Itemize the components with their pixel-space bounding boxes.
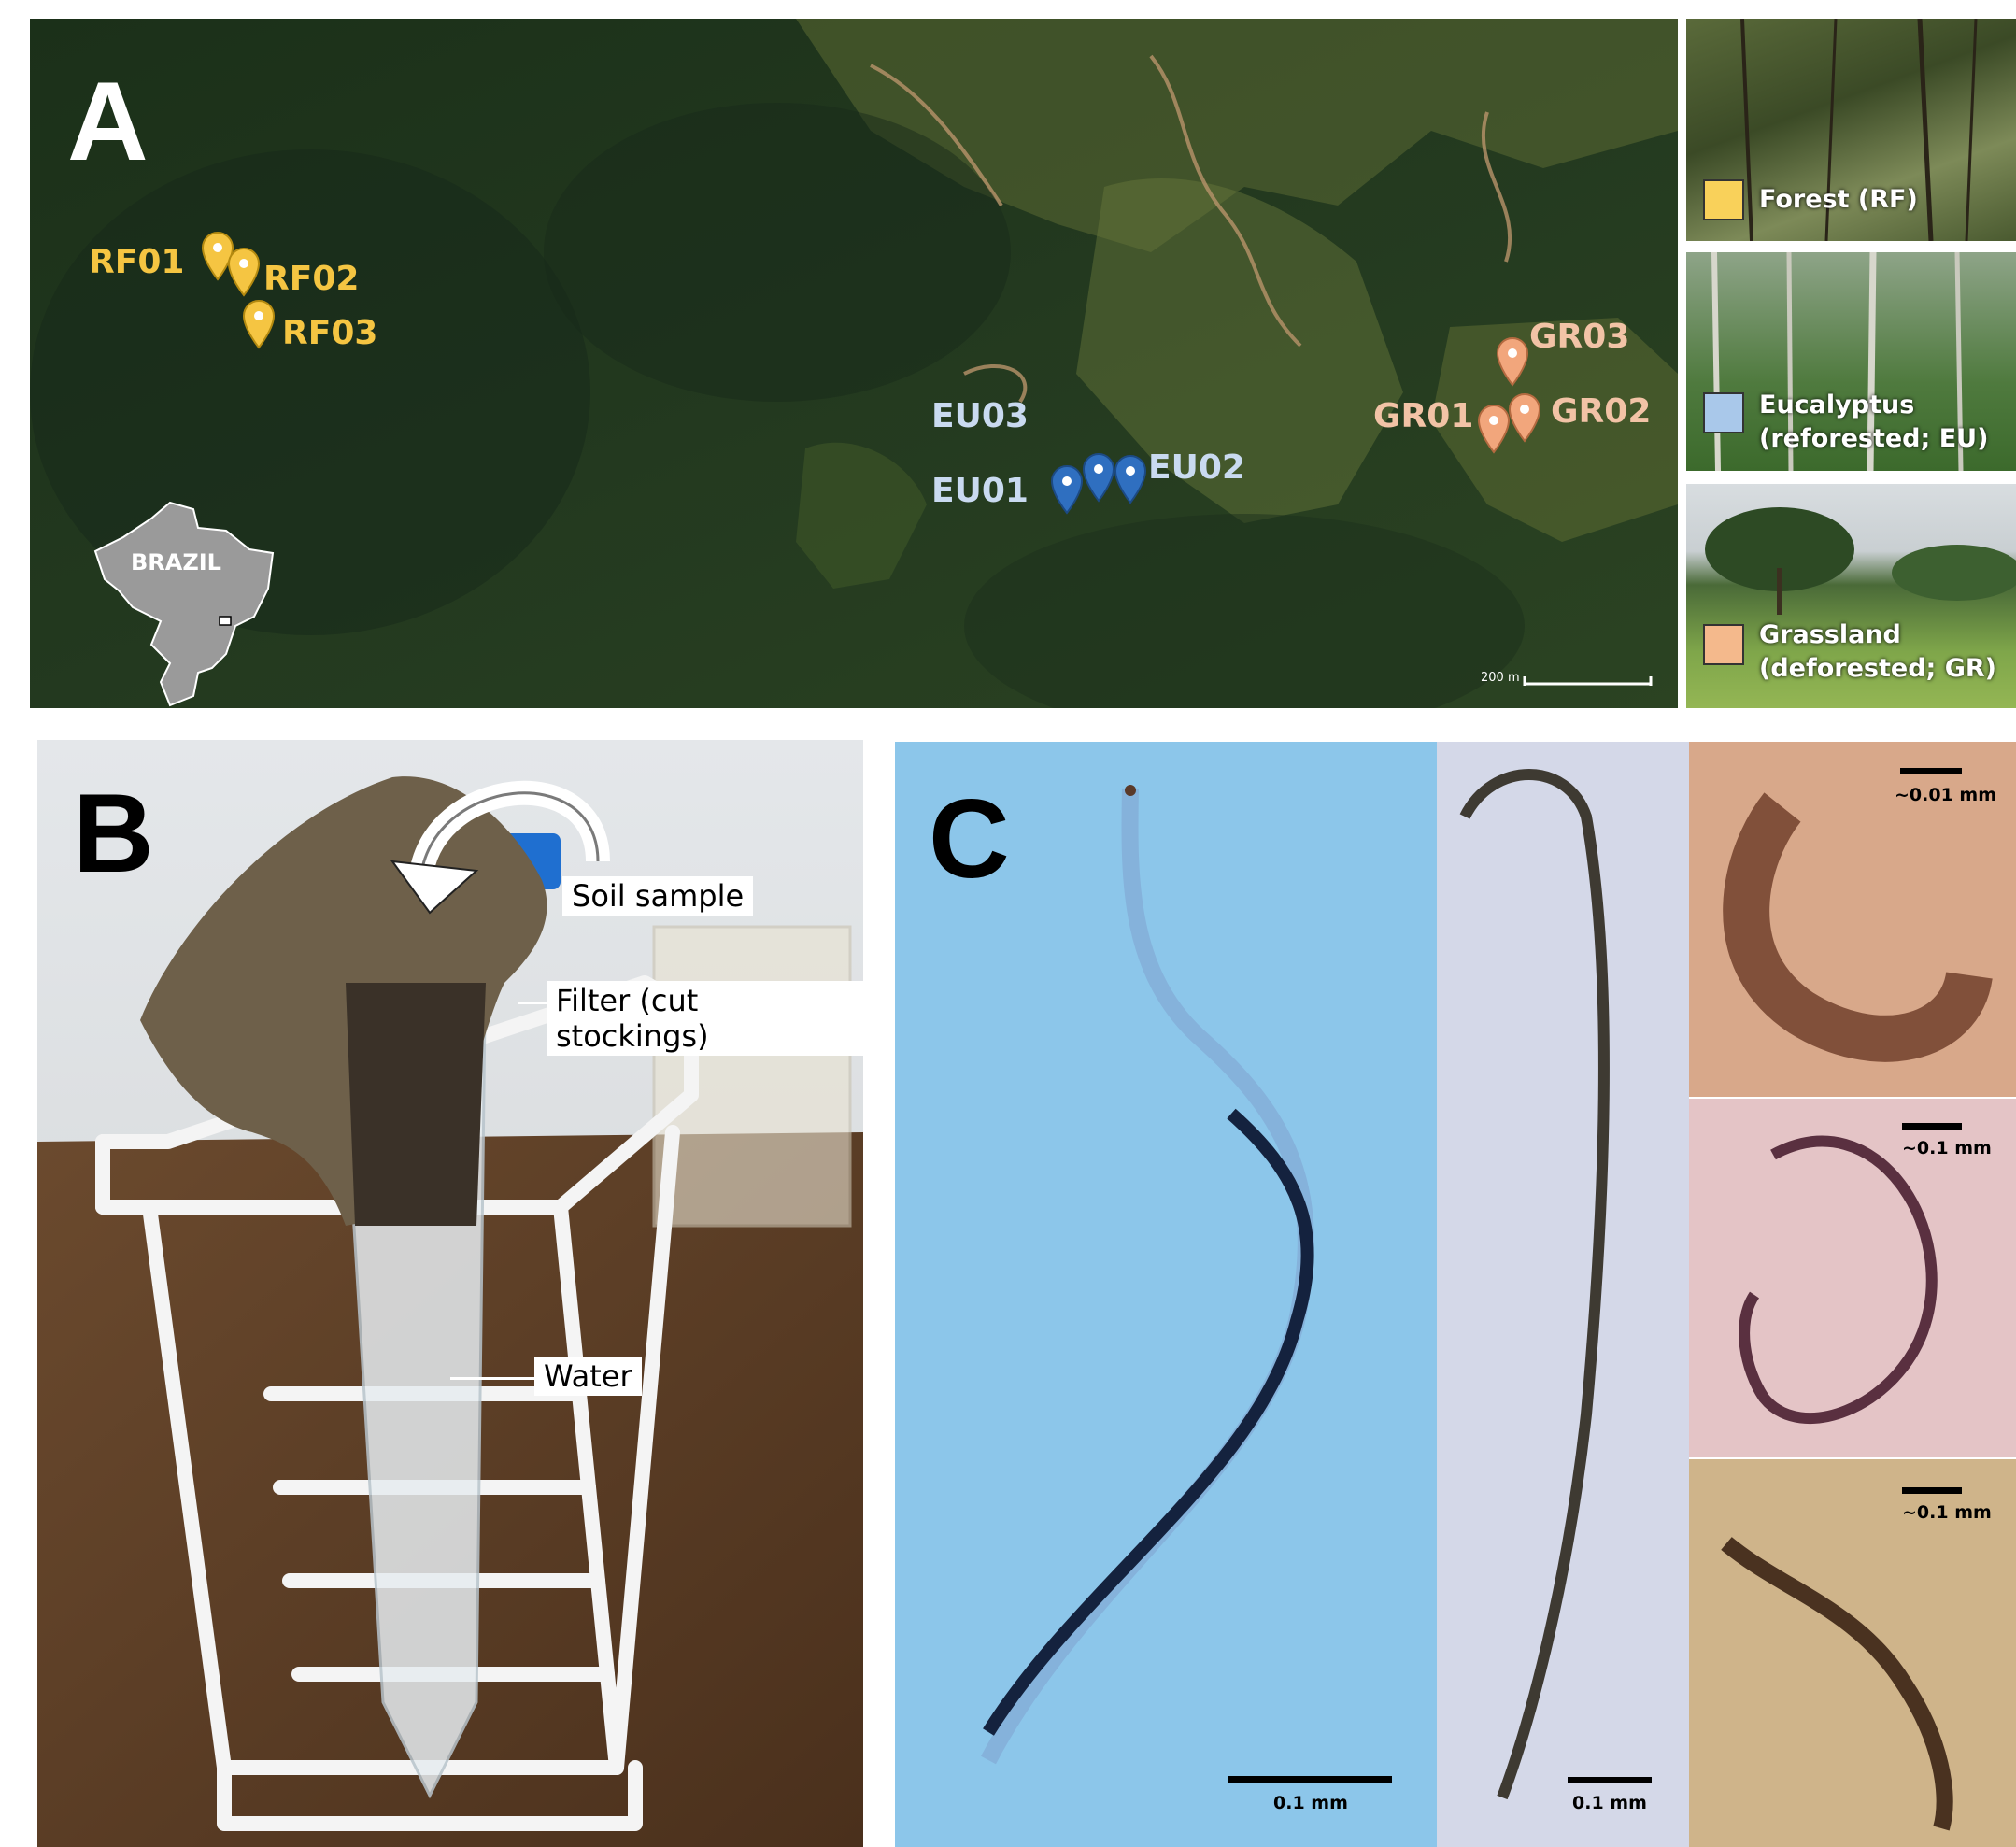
nematode-1 — [981, 785, 1314, 1765]
leader-water — [450, 1377, 534, 1380]
site-label-rf03: RF03 — [282, 314, 378, 352]
scale-label-5: ~0.1 mm — [1902, 1502, 1992, 1523]
pin-icon-gr01 — [1477, 405, 1511, 454]
nematode-3 — [1723, 792, 1993, 1062]
leader-filter — [518, 1002, 547, 1004]
pin-icon-gr03 — [1496, 337, 1529, 387]
extraction-setup-photo: B Soil sample Filter (cut stockings) Wat… — [37, 740, 863, 1847]
scale-label-2: 0.1 mm — [1572, 1793, 1647, 1813]
pin-icon-eu01 — [1050, 465, 1084, 515]
panel-letter-a: A — [67, 59, 149, 184]
brazil-silhouette — [93, 501, 275, 707]
legend-swatch-grassland — [1703, 624, 1744, 665]
micrograph-4: ~0.1 mm — [1689, 1099, 2016, 1457]
scale-label-3: ~0.01 mm — [1895, 785, 1997, 805]
scale-label-4: ~0.1 mm — [1902, 1138, 1992, 1158]
site-label-gr02: GR02 — [1551, 392, 1652, 431]
photo-forest: Forest (RF) — [1686, 19, 2016, 241]
site-label-rf01: RF01 — [89, 243, 185, 281]
micrograph-3: ~0.01 mm — [1689, 742, 2016, 1097]
legend-eucalyptus-line1: Eucalyptus — [1759, 391, 1915, 419]
callout-filter: Filter (cut stockings) — [547, 981, 863, 1056]
nematode-2 — [1459, 769, 1610, 1800]
site-label-gr03: GR03 — [1529, 318, 1630, 356]
map-scale-label: 200 m — [1481, 671, 1520, 685]
panel-letter-b: B — [73, 771, 154, 896]
legend-grassland-line1: Grassland — [1759, 620, 1901, 649]
site-label-eu01: EU01 — [931, 472, 1029, 510]
forest-trees-illustration — [1740, 19, 1978, 241]
legend-grassland-line2: (deforested; GR) — [1759, 654, 1997, 684]
photo-eucalyptus: Eucalyptus (reforested; EU) — [1686, 252, 2016, 471]
legend-eucalyptus: Eucalyptus (reforested; EU) — [1759, 389, 1988, 457]
legend-grassland: Grassland (deforested; GR) — [1759, 618, 1996, 687]
callout-water: Water — [534, 1357, 642, 1396]
site-label-eu03: EU03 — [931, 397, 1029, 435]
nematode-4 — [1739, 1135, 1938, 1425]
grassland-tree-illustration — [1705, 507, 2016, 615]
map-terrain — [30, 19, 1678, 708]
location-pins — [201, 232, 1541, 515]
legend-eucalyptus-line2: (reforested; EU) — [1759, 424, 1989, 454]
scale-bar-2 — [1568, 1777, 1652, 1783]
eucalyptus-trees-illustration — [1711, 252, 1964, 471]
pin-icon-eu03 — [1082, 453, 1115, 503]
brazil-label: BRAZIL — [131, 549, 221, 575]
site-label-rf02: RF02 — [263, 260, 360, 298]
micrograph-5: ~0.1 mm — [1689, 1459, 2016, 1847]
scale-bar-5 — [1902, 1487, 1962, 1494]
pin-icon-rf03 — [242, 300, 276, 349]
micrograph-2: 0.1 mm — [1437, 742, 1689, 1847]
scale-bar-3 — [1900, 768, 1962, 774]
pin-icon-rf02 — [227, 248, 261, 297]
legend-swatch-eucalyptus — [1703, 392, 1744, 433]
callout-soil-sample: Soil sample — [562, 876, 754, 916]
pin-icon-eu02 — [1114, 455, 1147, 504]
site-label-eu02: EU02 — [1148, 448, 1245, 487]
scale-bar-4 — [1902, 1123, 1962, 1130]
setup-illustration — [37, 740, 863, 1847]
nematode-5 — [1721, 1537, 1953, 1831]
site-label-gr01: GR01 — [1373, 397, 1474, 435]
pin-icon-rf01 — [201, 232, 234, 281]
scale-label-1: 0.1 mm — [1273, 1793, 1348, 1813]
pin-icon-gr02 — [1508, 393, 1541, 443]
micrograph-1: C 0.1 mm — [895, 742, 1437, 1847]
satellite-map: A RF01 RF02 RF03 EU03 EU02 EU01 GR03 GR0… — [30, 19, 1678, 708]
legend-forest: Forest (RF) — [1759, 185, 1918, 214]
panel-letter-c: C — [929, 776, 1010, 902]
scale-bar-1 — [1228, 1776, 1392, 1783]
photo-grassland: Grassland (deforested; GR) — [1686, 484, 2016, 708]
legend-swatch-forest — [1703, 179, 1744, 220]
